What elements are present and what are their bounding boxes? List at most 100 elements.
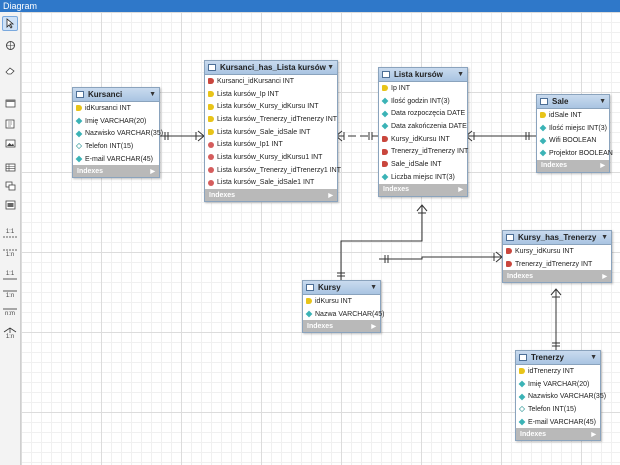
pointer-icon[interactable]: [2, 16, 18, 31]
table-column[interactable]: Data zakończenia DATE: [379, 120, 467, 133]
table-icon[interactable]: [2, 160, 18, 175]
table-header[interactable]: Trenerzy ▼: [516, 351, 600, 365]
table-column[interactable]: Nazwa VARCHAR(45): [303, 308, 385, 321]
table-column[interactable]: Ip INT: [379, 82, 467, 95]
table-name: Sale: [552, 97, 569, 106]
table-icon: [540, 98, 548, 105]
indexes-bar[interactable]: Indexes ▶: [303, 320, 380, 333]
table-kursanci[interactable]: Kursanci ▼ idKursanci INT Imię VARCHAR(20…: [72, 87, 163, 179]
routine-group-icon[interactable]: [2, 197, 18, 212]
indexes-bar[interactable]: Indexes ▶: [516, 428, 600, 441]
collapse-arrow-icon[interactable]: ▼: [457, 71, 464, 78]
relation-1-n-identifying-label: 1:n: [5, 292, 15, 299]
expand-arrow-icon[interactable]: ▶: [371, 323, 376, 330]
table-column[interactable]: Sale_idSale INT: [379, 158, 467, 171]
table-column[interactable]: Imię VARCHAR(20): [516, 378, 600, 391]
table-column[interactable]: Telefon INT(15): [516, 403, 600, 416]
column-label: Data zakończenia DATE: [391, 122, 467, 130]
column-label: Kursy_idKursu INT: [515, 247, 574, 255]
table-column[interactable]: idKursanci INT: [73, 102, 159, 115]
indexes-bar[interactable]: Indexes ▶: [205, 189, 337, 202]
column-label: Ilość miejsc INT(3): [549, 124, 607, 132]
expand-arrow-icon[interactable]: ▶: [458, 187, 463, 193]
table-column[interactable]: Lista kursów_Trenerzy_idTrenerzy1 INT: [205, 164, 341, 177]
expand-arrow-icon[interactable]: ▶: [150, 168, 155, 175]
layer-icon[interactable]: [2, 96, 18, 111]
table-column[interactable]: Liczba miejsc INT(3): [379, 171, 467, 184]
table-column[interactable]: Ilość miejsc INT(3): [537, 122, 609, 135]
table-header[interactable]: Kursy ▼: [303, 281, 380, 295]
table-column[interactable]: Data rozpoczęcia DATE: [379, 107, 467, 120]
expand-arrow-icon[interactable]: ▶: [602, 273, 607, 280]
table-column[interactable]: Lista kursów_Sale_idSale INT: [205, 126, 337, 139]
table-column[interactable]: Trenerzy_idTrenerzy INT: [503, 258, 611, 271]
table-column[interactable]: idSale INT: [537, 109, 609, 122]
table-column[interactable]: Lista kursów_Kursy_idKursu1 INT: [205, 151, 337, 164]
table-column[interactable]: Projektor BOOLEAN: [537, 147, 613, 160]
column-label: E-mail VARCHAR(45): [85, 155, 153, 163]
expand-arrow-icon[interactable]: ▶: [328, 192, 333, 199]
table-column[interactable]: Lista kursów_Trenerzy_idTrenerzy INT: [205, 113, 337, 126]
image-icon[interactable]: [2, 136, 18, 151]
note-icon[interactable]: [2, 116, 18, 131]
column-label: Imię VARCHAR(20): [85, 117, 147, 125]
table-column[interactable]: Ilość godzin INT(3): [379, 95, 467, 108]
table-header[interactable]: Kursanci_has_Lista kursów ▼: [205, 61, 337, 75]
table-column[interactable]: Lista kursów_Ip1 INT: [205, 138, 337, 151]
collapse-arrow-icon[interactable]: ▼: [599, 98, 606, 105]
relation-1-n-identifying-tool[interactable]: 1:n: [2, 286, 18, 301]
relation-1-n-nonidentifying-tool[interactable]: 1:n: [2, 245, 18, 260]
expand-arrow-icon[interactable]: ▶: [591, 431, 596, 438]
table-column[interactable]: Telefon INT(15): [73, 140, 159, 153]
not-null-column-icon: [539, 124, 547, 132]
collapse-arrow-icon[interactable]: ▼: [149, 91, 156, 98]
relation-n-m-tool[interactable]: n:m: [2, 304, 18, 319]
table-column[interactable]: Lista kursów_Kursy_idKursu INT: [205, 100, 337, 113]
table-column[interactable]: Trenerzy_idTrenerzy INT: [379, 145, 468, 158]
table-column[interactable]: Lista kursów_Ip INT: [205, 88, 337, 101]
table-column[interactable]: Nazwisko VARCHAR(35): [73, 127, 163, 140]
table-header[interactable]: Kursy_has_Trenerzy ▼: [503, 231, 611, 245]
table-column[interactable]: E-mail VARCHAR(45): [516, 416, 600, 429]
primary-key-icon: [208, 91, 214, 98]
indexes-bar[interactable]: Indexes ▶: [379, 183, 467, 196]
collapse-arrow-icon[interactable]: ▼: [327, 64, 334, 71]
collapse-arrow-icon[interactable]: ▼: [590, 354, 597, 361]
eraser-icon[interactable]: [2, 63, 18, 78]
foreign-key-icon: [208, 141, 214, 148]
indexes-bar[interactable]: Indexes ▶: [503, 270, 611, 283]
hand-icon[interactable]: [2, 38, 18, 53]
relation-existing-columns-tool[interactable]: 1:n: [2, 325, 18, 340]
table-kursy-has-trenerzy[interactable]: Kursy_has_Trenerzy ▼ Kursy_idKursu INT Tr…: [502, 230, 612, 284]
expand-arrow-icon[interactable]: ▶: [600, 163, 605, 170]
table-column[interactable]: Imię VARCHAR(20): [73, 115, 159, 128]
table-column[interactable]: Lista kursów_Sale_idSale1 INT: [205, 177, 337, 190]
table-column[interactable]: Kursy_idKursu INT: [503, 245, 611, 258]
table-kursanci-has-lista-kursow[interactable]: Kursanci_has_Lista kursów ▼ Kursanci_idK…: [204, 60, 341, 203]
collapse-arrow-icon[interactable]: ▼: [370, 284, 377, 291]
table-icon: [306, 284, 314, 291]
view-icon[interactable]: [2, 178, 18, 193]
table-column[interactable]: idTrenerzy INT: [516, 365, 600, 378]
indexes-bar[interactable]: Indexes ▶: [537, 159, 609, 172]
table-header[interactable]: Sale ▼: [537, 95, 609, 109]
table-column[interactable]: idKursu INT: [303, 295, 380, 308]
collapse-arrow-icon[interactable]: ▼: [601, 234, 608, 241]
primary-key-icon: [519, 368, 525, 375]
relation-1-1-identifying-tool[interactable]: 1:1: [2, 268, 18, 283]
table-column[interactable]: Kursanci_idKursanci INT: [205, 75, 337, 88]
table-sale[interactable]: Sale ▼ idSale INT Ilość miejsc INT(3) Wifi…: [536, 94, 613, 173]
table-header[interactable]: Lista kursów ▼: [379, 68, 467, 82]
table-column[interactable]: Kursy_idKursu INT: [379, 133, 467, 146]
table-column[interactable]: Nazwisko VARCHAR(35): [516, 390, 606, 403]
table-column[interactable]: Wifi BOOLEAN: [537, 134, 609, 147]
table-column[interactable]: E-mail VARCHAR(45): [73, 153, 159, 166]
relation-1-1-nonidentifying-tool[interactable]: 1:1: [2, 226, 18, 241]
indexes-bar[interactable]: Indexes ▶: [73, 165, 159, 178]
table-icon: [519, 354, 527, 361]
table-header[interactable]: Kursanci ▼: [73, 88, 159, 102]
nullable-column-icon: [518, 406, 526, 413]
